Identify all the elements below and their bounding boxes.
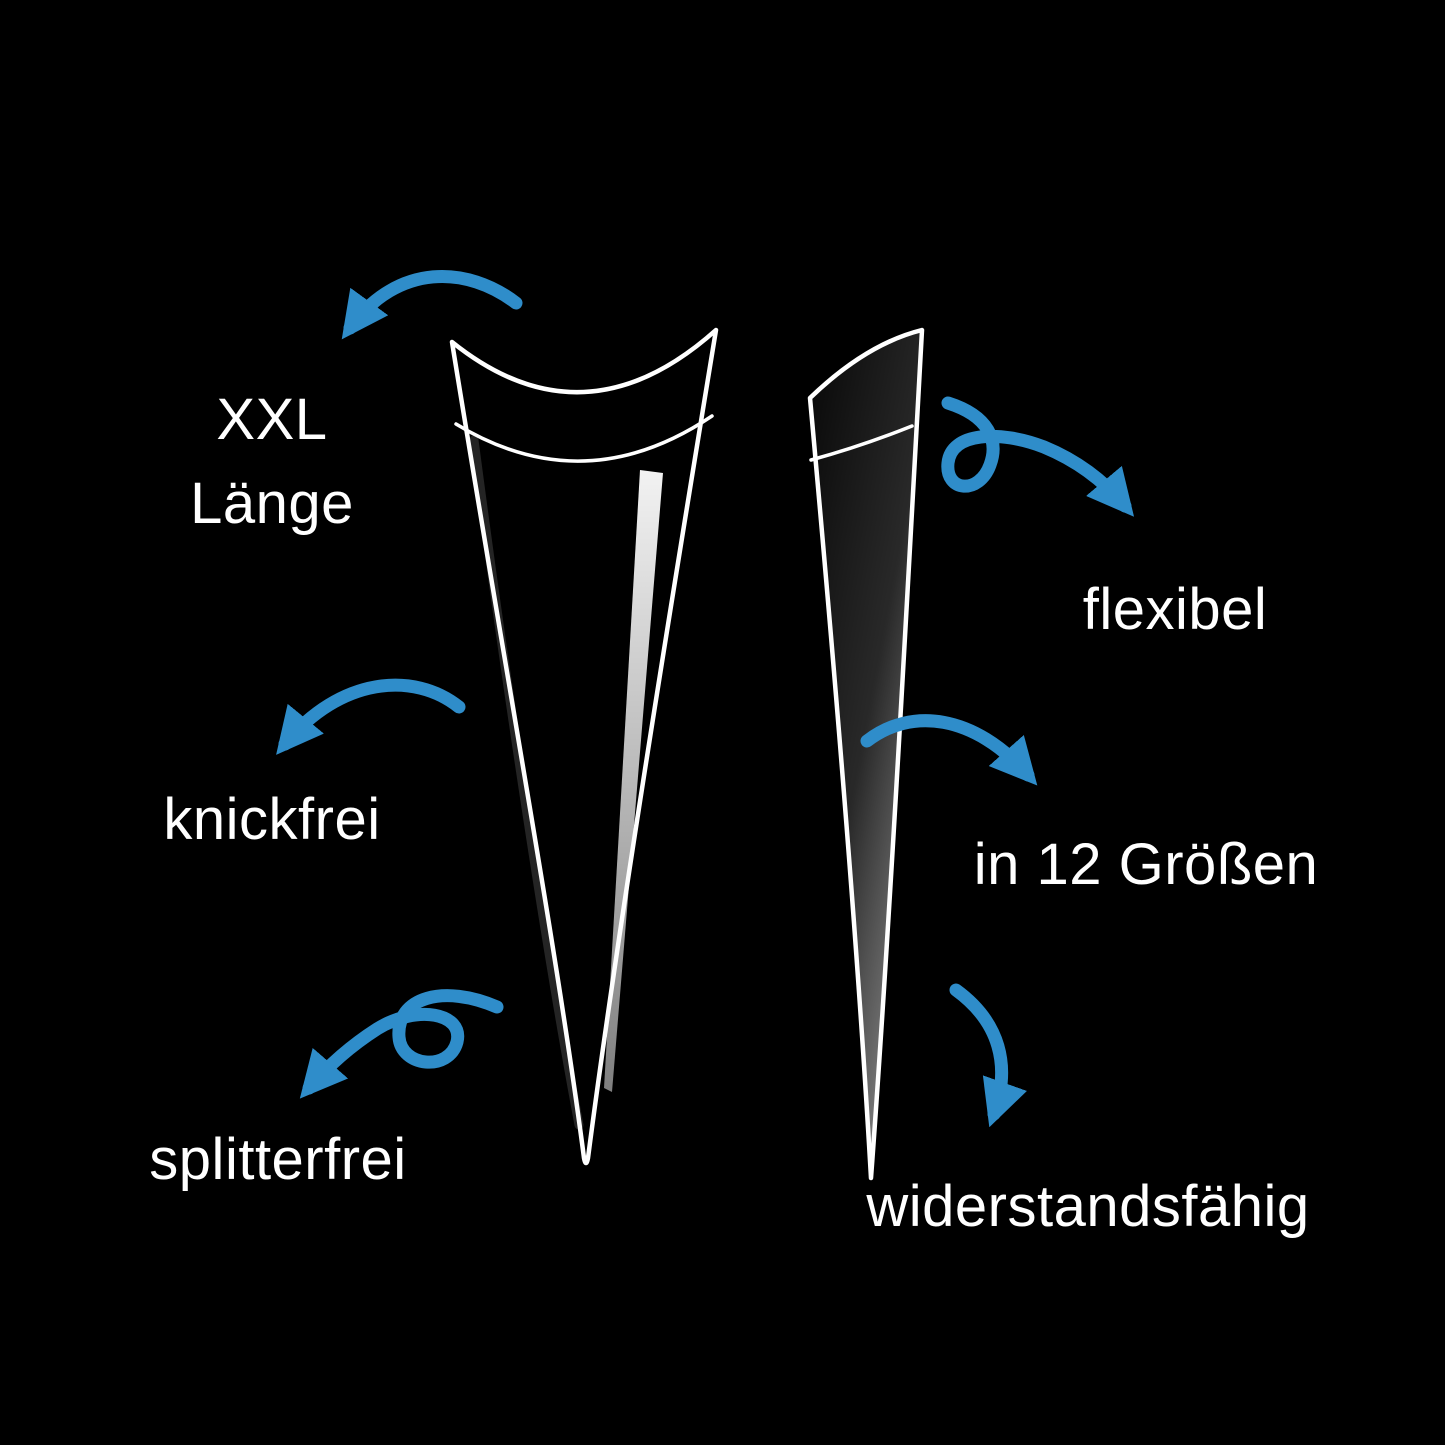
feature-label-xxl-laenge: XXL Länge — [190, 378, 354, 546]
front-nail-highlight — [604, 470, 663, 1092]
front-nail-outline — [449, 327, 719, 1166]
side-nail-tip-illustration — [807, 327, 925, 1181]
side-nail-outline — [807, 327, 925, 1181]
front-nail-smile-line — [454, 414, 714, 463]
feature-label-knickfrei: knickfrei — [163, 786, 381, 852]
curved-arrow-icon-flexibel — [941, 396, 1135, 517]
front-nail-inner-shade — [469, 435, 584, 1130]
feature-label-text: XXL — [216, 386, 328, 452]
curved-arrow-icon-groessen — [860, 714, 1038, 786]
feature-label-flexibel: flexibel — [1082, 576, 1268, 642]
curved-arrow-icon-widerstandsfaehig — [949, 983, 1027, 1128]
feature-label-groessen: in 12 Größen — [973, 831, 1319, 897]
curved-arrow-icon-splitterfrei — [299, 989, 504, 1099]
feature-label-widerstandsfaehig: widerstandsfähig — [866, 1173, 1310, 1239]
feature-label-text: Länge — [190, 471, 354, 536]
side-nail-smile-line — [809, 424, 914, 462]
curved-arrow-icon-knickfrei — [276, 678, 466, 755]
curved-arrow-icon-xxl — [341, 270, 523, 340]
feature-label-splitterfrei: splitterfrei — [149, 1126, 407, 1192]
front-nail-tip-illustration — [449, 327, 719, 1166]
